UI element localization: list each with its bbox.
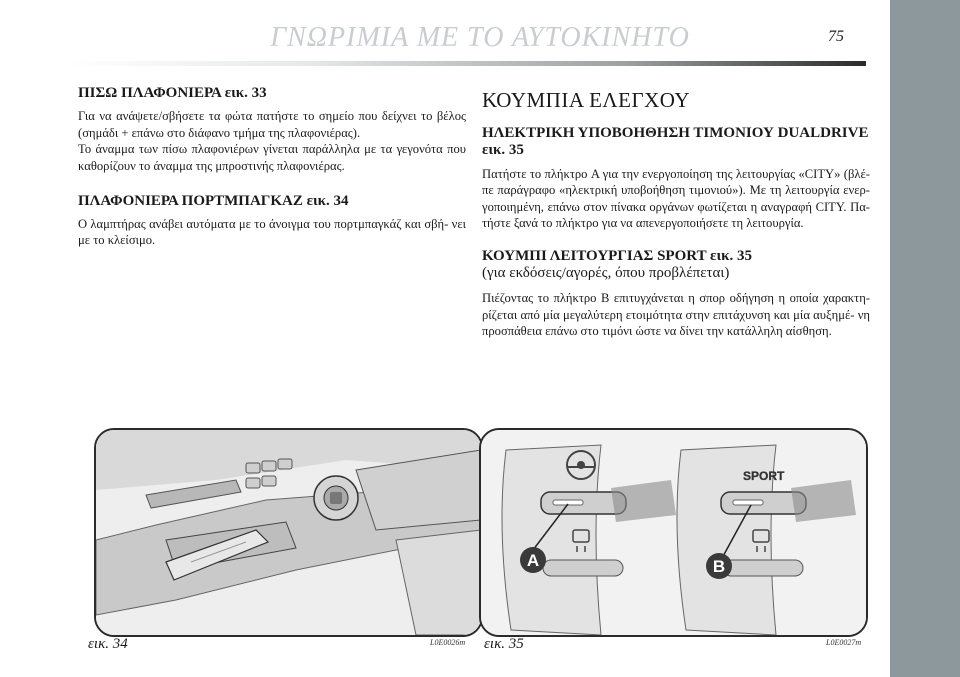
section-heading-rear-light: ΠΙΣΩ ΠΛΑΦΟΝΙΕΡΑ εικ. 33 [78,85,267,101]
control-buttons-drawing: SPORT A B [481,430,866,635]
steering-wheel-icon [566,450,596,480]
paragraph-dualdrive: Πατήστε το πλήκτρο A για την ενεργοποίησ… [482,166,870,231]
section-heading-dualdrive: ΗΛΕΚΤΡΙΚΗ ΥΠΟΒΟΗΘΗΣΗ ΤΙΜΟΝΙΟΥ DUALDRIVE … [482,125,869,159]
page-number: 75 [828,28,844,45]
figure-35-label: εικ. 35 [484,636,524,652]
paragraph-rear-light-1: Για να ανάψετε/σβήσετε τα φώτα πατήστε τ… [78,109,466,140]
figure-34-illustration [94,428,483,637]
callout-a-badge [520,547,546,573]
callout-a-letter: A [527,551,539,570]
figure-35-code: L0E0027m [826,638,862,647]
section-heading-sport: ΚΟΥΜΠΙ ΛΕΙΤΟΥΡΓΙΑΣ SPORT εικ. 35 [482,247,752,264]
boot-light-drawing [96,430,481,635]
header-rule [70,61,866,66]
page-header-title: ΓΝΩΡΙΜΙΑ ΜΕ ΤΟ ΑΥΤΟΚΙΝΗΤΟ [270,22,690,53]
section-subheading-sport: (για εκδόσεις/αγορές, όπου προβλέπεται) [482,265,730,282]
main-heading-controls: ΚΟΥΜΠΙΑ ΕΛΕΓΧΟΥ [482,88,691,112]
paragraph-sport: Πιέζοντας το πλήκτρο B επιτυγχάνεται η σ… [482,291,870,339]
callout-b-letter: B [713,557,725,576]
side-tab-bar [890,0,960,677]
left-column: ΠΙΣΩ ΠΛΑΦΟΝΙΕΡΑ εικ. 33 Για να ανάψετε/σ… [78,85,466,263]
paragraph-rear-light-2: Το άναμμα των πίσω πλαφονιέρων γίνεται π… [78,142,466,174]
section-heading-boot-light: ΠΛΑΦΟΝΙΕΡΑ ΠΟΡΤΜΠΑΓΚΑΖ εικ. 34 [78,192,349,209]
callout-b-badge [706,553,732,579]
sport-label: SPORT [743,469,785,483]
figure-34-code: L0E0026m [430,638,466,647]
figure-35-illustration: SPORT A B [479,428,868,637]
figure-34-label: εικ. 34 [88,636,128,652]
right-column: ΚΟΥΜΠΙΑ ΕΛΕΓΧΟΥ ΗΛΕΚΤΡΙΚΗ ΥΠΟΒΟΗΘΗΣΗ ΤΙΜ… [482,88,870,354]
paragraph-boot-light: Ο λαμπτήρας ανάβει αυτόματα με το άνοιγμ… [78,216,466,248]
